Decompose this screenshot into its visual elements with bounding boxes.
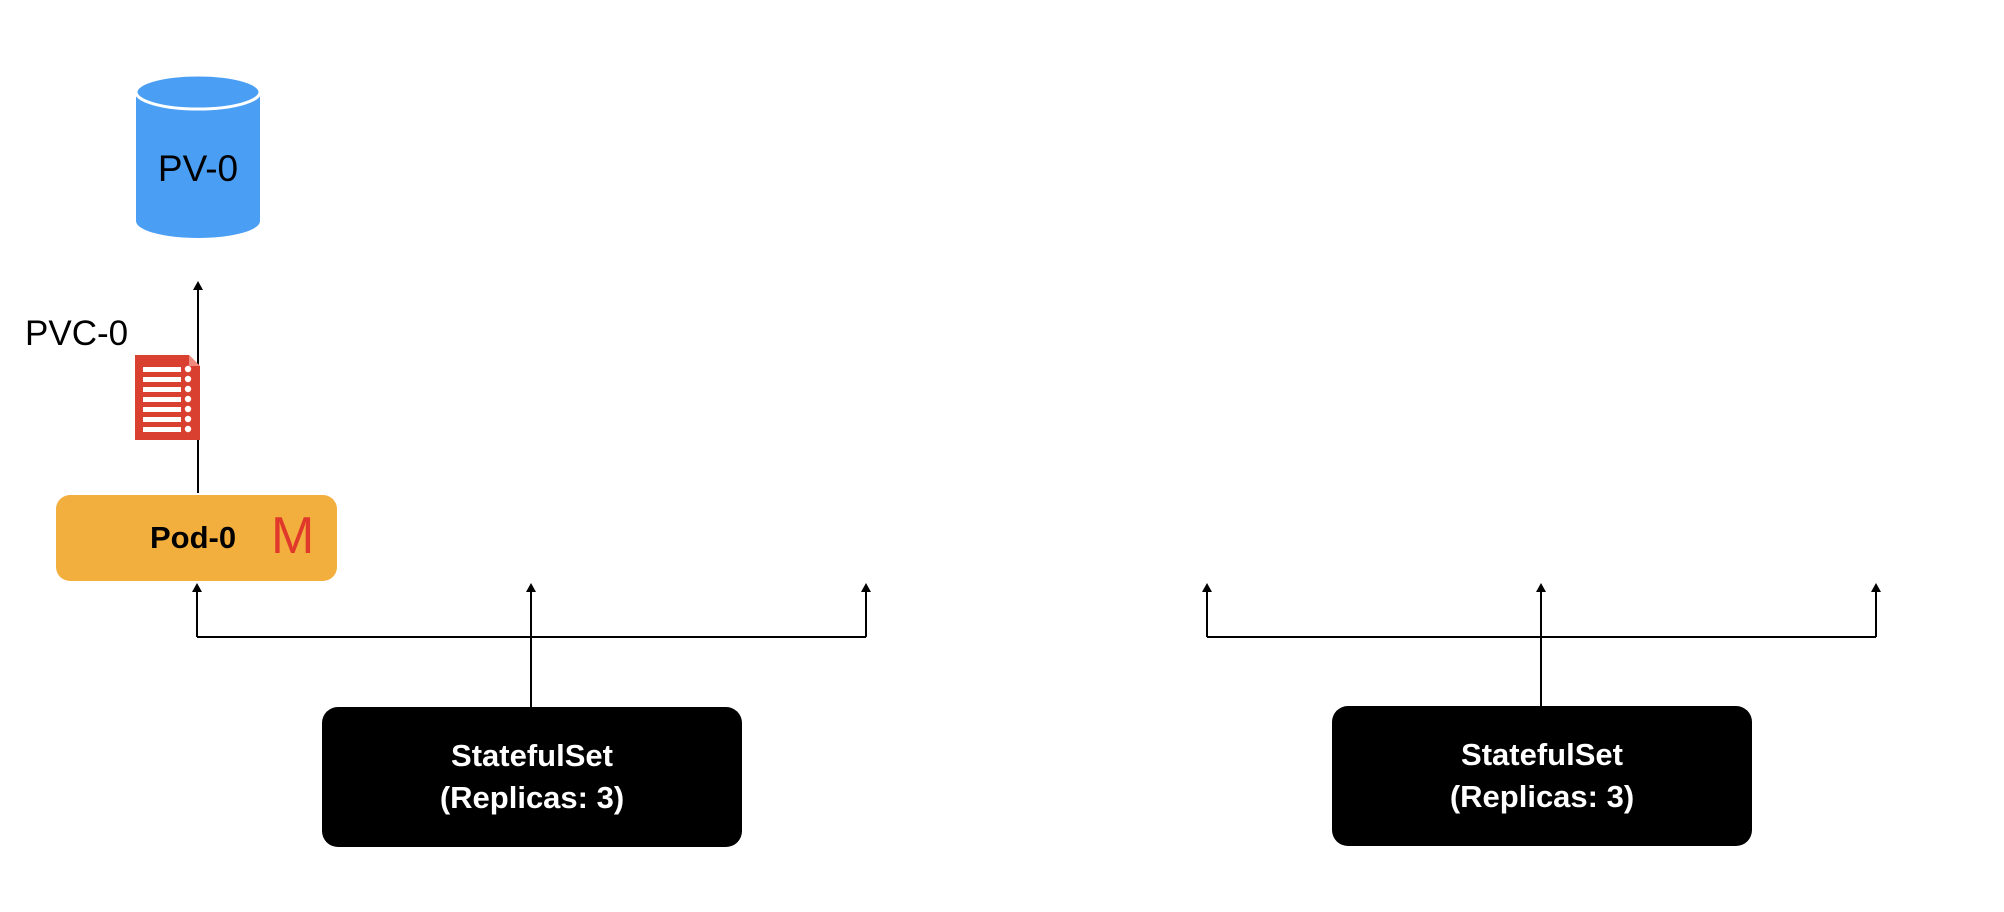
pv-label: PV-0 bbox=[157, 148, 239, 189]
statefulset-replicas: (Replicas: 3) bbox=[1449, 779, 1635, 814]
pv-cylinder-icon bbox=[134, 73, 262, 238]
statefulset-title: StatefulSet bbox=[1461, 737, 1623, 773]
statefulset-replicas: (Replicas: 3) bbox=[439, 780, 625, 815]
statefulset-box-2: StatefulSet (Replicas: 3) bbox=[1332, 706, 1752, 846]
statefulset-box-1: StatefulSet (Replicas: 3) bbox=[322, 707, 742, 847]
statefulset-2-connectors bbox=[1202, 583, 1881, 706]
pod-label: Pod-0 bbox=[150, 520, 237, 555]
statefulset-title: StatefulSet bbox=[451, 738, 613, 774]
pod-to-pv-arrowhead bbox=[193, 281, 203, 290]
statefulset-1-connectors bbox=[192, 583, 871, 707]
document-list-icon bbox=[135, 355, 200, 440]
pvc-label: PVC-0 bbox=[25, 314, 129, 353]
pod-role-badge: M bbox=[271, 507, 315, 565]
pod-0-box bbox=[56, 495, 337, 581]
